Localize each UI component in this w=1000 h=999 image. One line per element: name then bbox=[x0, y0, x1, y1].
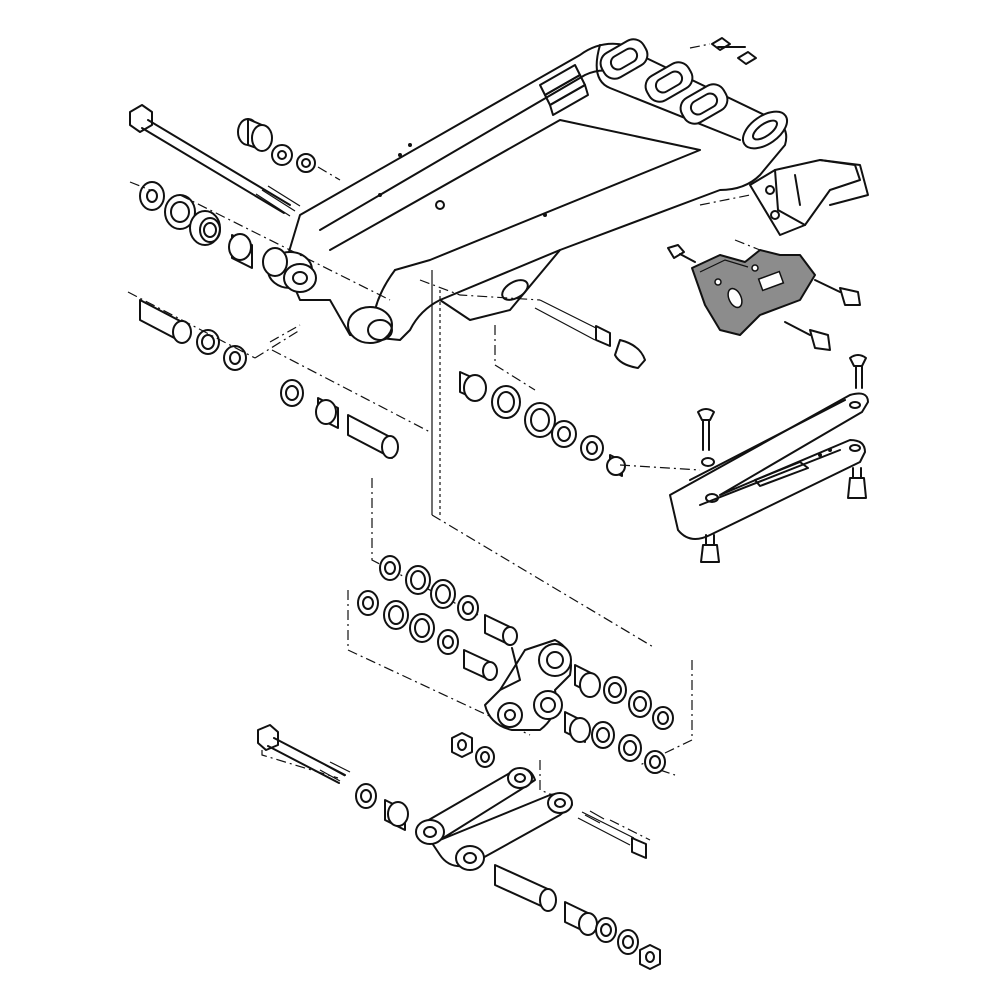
top-screws bbox=[689, 37, 757, 65]
connecting-rod bbox=[415, 767, 573, 871]
chain-slider bbox=[669, 392, 869, 540]
chain-guide-bracket bbox=[699, 159, 869, 236]
rod-nut-washer bbox=[451, 732, 495, 768]
chain-guide bbox=[691, 249, 816, 336]
middle-left-collars bbox=[271, 349, 431, 459]
pivot-shaft bbox=[129, 104, 301, 217]
relay-bearings-right bbox=[564, 664, 674, 774]
pivot-hardware-top bbox=[237, 118, 341, 181]
relay-bearings-lower bbox=[357, 590, 498, 681]
relay-bolt bbox=[257, 724, 351, 784]
right-bearing-row bbox=[459, 371, 701, 477]
relay-arm bbox=[484, 639, 572, 731]
chain-guide-bolts bbox=[667, 239, 861, 351]
rod-collars-bottom bbox=[494, 864, 661, 970]
pivot-bearings bbox=[129, 181, 391, 301]
lower-left-collars bbox=[127, 291, 301, 371]
rod-bolt-right bbox=[577, 810, 647, 859]
relay-bearings-upper bbox=[379, 555, 518, 646]
rod-collars-left bbox=[355, 783, 409, 831]
chain-adjuster-blocks bbox=[599, 38, 729, 125]
swingarm bbox=[267, 42, 788, 344]
linkage-bolt bbox=[534, 299, 646, 369]
chain-slider-screws bbox=[697, 354, 867, 563]
